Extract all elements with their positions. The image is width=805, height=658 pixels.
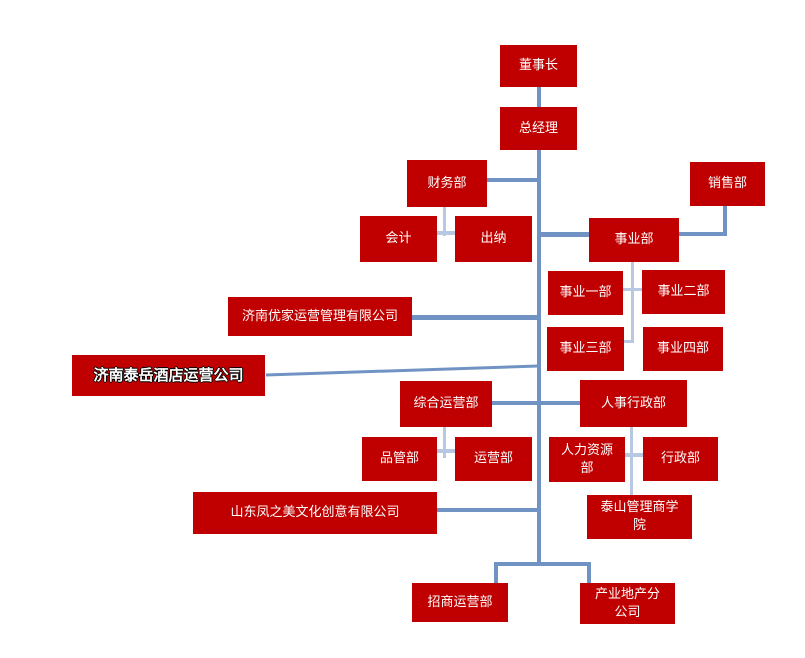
org-node-business-dept-1[interactable]: 事业一部 [548,271,623,315]
org-node-business-dept-3[interactable]: 事业三部 [547,327,624,371]
connector-chairman-gm [537,87,541,107]
connector-quality-operations-tee [437,449,455,453]
connector-hr-admin-tee [623,453,643,457]
org-node-sales-dept[interactable]: 销售部 [690,162,765,206]
connector-comprehensive-down [443,427,446,458]
connector-business-down [631,262,634,343]
connector-bottom-drop-right [587,562,591,583]
org-node-operations-dept[interactable]: 运营部 [455,437,532,481]
org-node-jinan-youjia-company[interactable]: 济南优家运营管理有限公司 [228,297,412,336]
connector-comprehensive-hradmin [492,401,580,405]
org-node-taishan-business-school[interactable]: 泰山管理商学院 [587,495,692,539]
org-node-hr-admin-dept[interactable]: 人事行政部 [580,380,687,427]
connector-spine-to-business [541,232,589,237]
connector-finance-down [443,207,446,236]
org-node-industrial-realestate-branch[interactable]: 产业地产分公司 [580,583,675,624]
org-node-finance-dept[interactable]: 财务部 [407,160,487,207]
org-node-chairman[interactable]: 董事长 [500,45,577,87]
connector-bottom-tee-h [494,562,591,566]
connector-business-to-sales-h [679,232,727,236]
connector-main-spine [537,148,541,566]
connector-business12-tee [623,288,642,291]
org-node-human-resources-dept[interactable]: 人力资源部 [549,437,625,482]
connector-business-to-sales-v [723,206,727,236]
connector-finance-to-spine [487,178,539,182]
org-node-cashier[interactable]: 出纳 [455,216,532,262]
org-node-business-dept-4[interactable]: 事业四部 [643,327,723,371]
org-node-jinan-taiyue-company[interactable]: 济南泰岳酒店运营公司 [72,355,265,396]
org-node-investment-ops-dept[interactable]: 招商运营部 [412,583,508,622]
org-node-accounting[interactable]: 会计 [360,216,437,262]
connector-hradmin-down [630,427,633,495]
org-node-business-dept-2[interactable]: 事业二部 [642,270,725,314]
connector-accounting-cashier-tee [437,231,455,235]
org-node-shandong-fengzhimei-company[interactable]: 山东凤之美文化创意有限公司 [193,492,437,534]
org-node-admin-dept[interactable]: 行政部 [643,437,718,481]
org-node-business-dept[interactable]: 事业部 [589,218,679,262]
connector-youjia-to-spine [412,315,539,320]
connector-bottom-drop-left [494,562,498,583]
org-node-quality-control-dept[interactable]: 品管部 [362,437,437,481]
connector-business3-stub [623,340,634,343]
org-node-comprehensive-ops-dept[interactable]: 综合运营部 [400,381,492,427]
connector-fengzhimei-to-spine [437,508,540,512]
org-node-general-manager[interactable]: 总经理 [500,107,577,150]
